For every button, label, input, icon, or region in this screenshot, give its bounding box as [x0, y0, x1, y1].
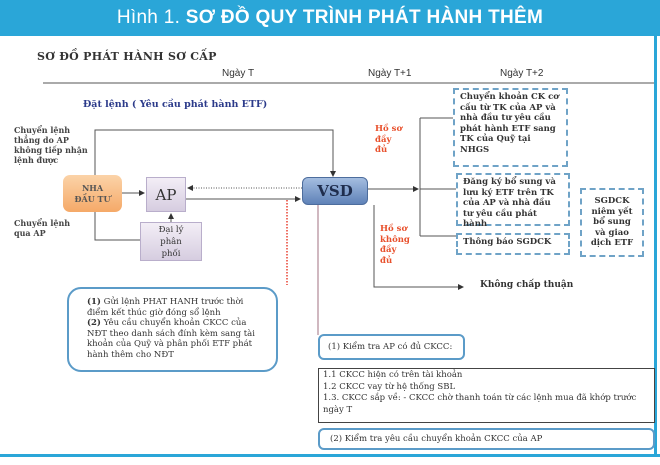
outcome-notify: Thông báo SGDCK: [456, 233, 570, 255]
day-t: Ngày T: [222, 68, 255, 79]
direct-order-line: [94, 129, 336, 177]
note-1: (1) Gửi lệnh PHAT HANH trước thời điểm k…: [87, 297, 244, 318]
rejected-arrow: [373, 205, 464, 290]
order-label: Đặt lệnh ( Yêu cầu phát hành ETF): [83, 99, 268, 110]
check-1-items: 1.1 CKCC hiện có trên tài khoản 1.2 CKCC…: [318, 368, 655, 423]
via-ap-label: Chuyển lệnh qua AP: [14, 218, 71, 238]
check-2-box: (2) Kiểm tra yêu cầu chuyển khoản CKCC c…: [318, 428, 655, 450]
frame-border-right: [654, 36, 657, 456]
notes-left-box: (1) Gửi lệnh PHAT HANH trước thời điểm k…: [67, 287, 278, 372]
day-t2: Ngày T+2: [500, 68, 544, 79]
note-2: (2) Yêu cầu chuyển khoản CKCC của NĐT th…: [87, 318, 255, 360]
frame-border-bottom: [0, 454, 660, 457]
rejected-label: Không chấp thuận: [480, 280, 574, 290]
outcome-transfer: Chuyển khoản CK cơ cấu từ TK của AP và n…: [453, 88, 568, 167]
sgdck-box: SGDCK niêm yết bổ sung và giao dịch ETF: [580, 188, 644, 257]
figure-title-text: SƠ ĐỒ QUY TRÌNH PHÁT HÀNH THÊM: [185, 7, 544, 28]
diagram-subtitle: SƠ ĐỒ PHÁT HÀNH SƠ CẤP: [37, 50, 217, 63]
direct-order-label: Chuyển lệnh thẳng do AP không tiếp nhận …: [14, 125, 88, 165]
check-item: 1.3. CKCC sắp về: - CKCC chờ thanh toán …: [323, 393, 637, 415]
via-ap-line: [94, 212, 140, 241]
day-t1: Ngày T+1: [368, 68, 412, 79]
figure-title: Hình 1. SƠ ĐỒ QUY TRÌNH PHÁT HÀNH THÊM: [0, 0, 660, 36]
complete-label: Hồ sơ đầy đủ: [375, 124, 403, 155]
figure-number: Hình 1.: [116, 7, 186, 28]
incomplete-label: Hồ sơ không đầy đủ: [380, 224, 410, 266]
outcome-register: Đăng ký bổ sung và lưu ký ETF trên TK củ…: [456, 173, 570, 229]
investor-node: NHA ĐẦU TƯ: [63, 175, 122, 212]
distributor-node: Đại lý phân phối: [140, 222, 202, 261]
ap-node: AP: [146, 177, 186, 212]
check-item: 1.2 CKCC vay từ hệ thống SBL: [323, 381, 456, 392]
check-1-box: (1) Kiểm tra AP có đủ CKCC:: [318, 334, 465, 360]
vsd-node: VSD: [302, 177, 368, 205]
check-item: 1.1 CKCC hiện có trên tài khoản: [323, 370, 463, 380]
